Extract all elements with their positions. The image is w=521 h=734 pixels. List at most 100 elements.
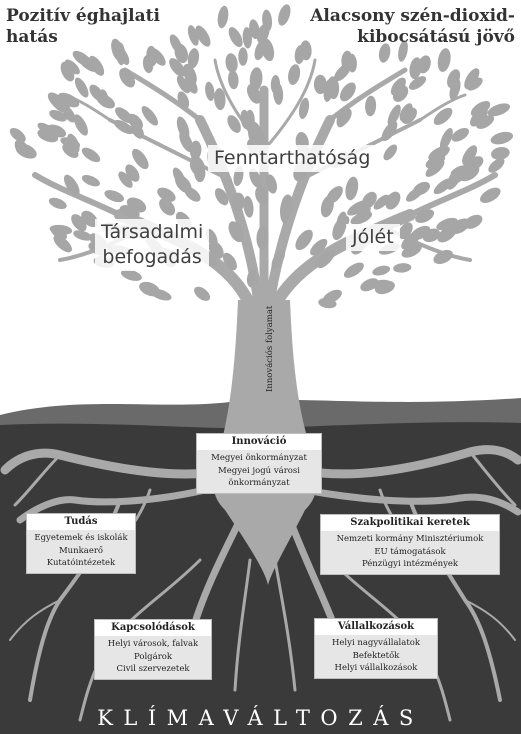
leaf bbox=[89, 84, 104, 101]
leaf bbox=[228, 70, 239, 90]
box-innovacio: Innováció Megyei önkormányzat Megyei jog… bbox=[196, 433, 322, 494]
leaf bbox=[177, 91, 190, 109]
leaf bbox=[187, 25, 199, 46]
leaf bbox=[433, 249, 453, 265]
leaf bbox=[401, 107, 417, 124]
leaf bbox=[195, 25, 211, 47]
leaf bbox=[119, 68, 136, 88]
leaf bbox=[63, 174, 80, 196]
leaf bbox=[208, 241, 224, 259]
box-kapcsolodasok-title: Kapcsolódások bbox=[95, 620, 211, 636]
leaf bbox=[174, 43, 189, 64]
leaf bbox=[390, 77, 406, 96]
leaf bbox=[73, 230, 93, 241]
leaf bbox=[372, 265, 391, 276]
leaf bbox=[146, 45, 158, 67]
leaf bbox=[228, 221, 244, 243]
leaf bbox=[280, 194, 294, 217]
leaf bbox=[255, 185, 268, 205]
leaf bbox=[415, 209, 435, 223]
leaf bbox=[169, 58, 186, 77]
leaf bbox=[462, 145, 478, 166]
leaf bbox=[425, 159, 445, 177]
box-kapcsolodasok-item: Civil szervezetek bbox=[116, 664, 190, 674]
leaf bbox=[60, 137, 81, 149]
leaf bbox=[418, 55, 431, 74]
leaf bbox=[476, 115, 495, 129]
leaf bbox=[246, 84, 262, 104]
leaf bbox=[238, 47, 248, 66]
leaf bbox=[465, 156, 484, 171]
leaf bbox=[116, 46, 130, 65]
leaf bbox=[184, 187, 201, 202]
box-tudas: Tudás Egyetemek és iskolák Munkaerő Kuta… bbox=[26, 513, 136, 574]
leaf bbox=[295, 229, 313, 251]
box-vallalkozasok-title: Vállalkozások bbox=[315, 619, 437, 635]
box-tudas-item: Egyetemek és iskolák bbox=[34, 533, 128, 543]
leaf bbox=[370, 279, 392, 290]
leaf bbox=[176, 75, 191, 94]
leaf bbox=[470, 101, 491, 117]
leaf bbox=[222, 252, 237, 271]
leaf bbox=[298, 97, 310, 120]
box-tudas-title: Tudás bbox=[27, 514, 135, 530]
box-tudas-item: Munkaerő bbox=[58, 545, 104, 556]
box-kapcsolodasok-item: Polgárok bbox=[133, 651, 173, 662]
leaf bbox=[120, 269, 142, 281]
leaf bbox=[249, 19, 260, 40]
leaf bbox=[381, 121, 398, 141]
leaf bbox=[378, 43, 391, 63]
leaf bbox=[118, 171, 133, 188]
leaf bbox=[343, 262, 364, 278]
leaf bbox=[139, 281, 161, 297]
leaf bbox=[187, 48, 200, 69]
box-vallalkozasok-item: Helyi vállalkozások bbox=[334, 663, 418, 673]
leaf bbox=[71, 214, 87, 232]
trunk-label: Innovációs folyamat bbox=[265, 305, 275, 392]
box-vallalkozasok-item: Helyi nagyvállalatok bbox=[331, 638, 420, 648]
leaf bbox=[217, 5, 229, 29]
leaf bbox=[401, 243, 422, 258]
box-szakpolitikai-item: Pénzügyi intézmények bbox=[361, 559, 459, 569]
leaf bbox=[104, 190, 124, 203]
leaf bbox=[157, 187, 176, 202]
leaf bbox=[73, 114, 88, 136]
leaf bbox=[433, 107, 453, 125]
leaf bbox=[185, 76, 198, 94]
leaf bbox=[464, 214, 483, 229]
leaf bbox=[228, 27, 243, 48]
leaf bbox=[240, 109, 251, 130]
leaf bbox=[334, 63, 351, 82]
box-vallalkozasok-item: Befektetők bbox=[352, 650, 400, 661]
leaf bbox=[62, 143, 79, 158]
leaf bbox=[387, 104, 401, 127]
leaf bbox=[249, 168, 262, 188]
footer-title: KLÍMAVÁLTOZÁS bbox=[97, 706, 424, 730]
leaf bbox=[9, 128, 26, 143]
leaf bbox=[113, 119, 134, 135]
leaf bbox=[401, 231, 421, 250]
label-jolet: Jólét bbox=[346, 224, 400, 251]
box-szakpolitikai: Szakpolitikai keretek Nemzeti kormány Mi… bbox=[320, 514, 500, 575]
leaf bbox=[72, 50, 93, 68]
leaf bbox=[326, 186, 343, 204]
leaf bbox=[194, 286, 211, 301]
leaf bbox=[260, 38, 275, 62]
leaf bbox=[37, 129, 59, 143]
leaf bbox=[242, 27, 252, 49]
leaf bbox=[356, 201, 371, 223]
leaf bbox=[437, 225, 457, 243]
leaf bbox=[53, 235, 72, 253]
leaf bbox=[451, 127, 469, 142]
leaf bbox=[232, 192, 245, 212]
label-fenntarthatosag: Fenntarthatóság bbox=[208, 145, 377, 172]
leaf bbox=[243, 195, 254, 218]
corner-left-label: Pozitív éghajlati hatás bbox=[6, 6, 160, 47]
box-szakpolitikai-item: Nemzeti kormány Minisztériumok bbox=[336, 534, 484, 544]
leaf bbox=[271, 249, 285, 269]
leaf bbox=[14, 139, 29, 157]
leaf bbox=[265, 174, 278, 194]
leaf bbox=[436, 217, 458, 231]
label-tarsadalmi-befogadas: Társadalmi befogadás bbox=[95, 219, 210, 271]
